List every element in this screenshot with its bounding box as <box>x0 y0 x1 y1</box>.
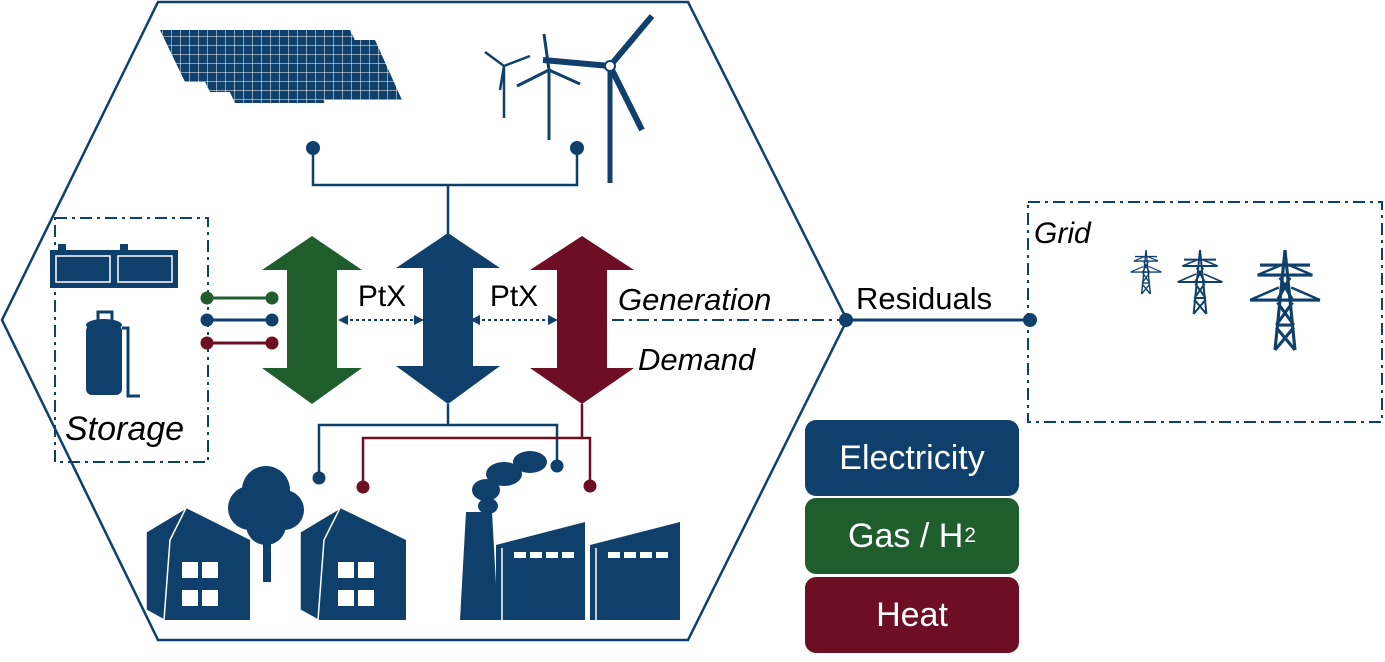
solar-panels-icon <box>160 30 402 103</box>
electricity-double-arrow <box>396 233 500 404</box>
storage-gas-node <box>200 291 214 305</box>
gas-tank-icon <box>86 310 140 398</box>
legend-heat: Heat <box>805 577 1019 653</box>
residual-node-left <box>839 313 853 327</box>
demand-bus <box>317 404 592 486</box>
storage-label: Storage <box>65 410 184 448</box>
demand-label: Demand <box>638 342 757 377</box>
legend-electricity: Electricity <box>805 420 1019 496</box>
grid-box <box>1027 201 1383 423</box>
industry-heat-node <box>583 479 597 493</box>
heat-double-arrow <box>530 236 634 404</box>
legend-electricity-label: Electricity <box>839 438 985 477</box>
tree-icon <box>228 466 304 582</box>
grid-label: Grid <box>1034 217 1092 250</box>
ptx-arrowheads <box>338 315 558 325</box>
hexagon-boundary <box>0 0 849 642</box>
solar-node <box>306 141 320 155</box>
legend-heat-label: Heat <box>876 595 948 634</box>
legend-gas-subscript: 2 <box>964 524 976 547</box>
storage-heat-node <box>265 336 279 350</box>
storage-gas-node <box>265 291 279 305</box>
battery-icon <box>50 244 178 288</box>
legend-gas-label: Gas / H <box>848 516 964 555</box>
factory-icon <box>460 451 680 620</box>
gas-double-arrow <box>262 236 362 404</box>
storage-connectors <box>207 296 272 345</box>
power-pylon-icon <box>1129 248 1322 352</box>
generation-label: Generation <box>618 282 771 317</box>
wind-node <box>570 141 584 155</box>
house-electricity-node <box>312 471 326 485</box>
house-icon <box>299 506 406 622</box>
industry-electricity-node <box>550 459 564 473</box>
storage-heat-node <box>200 336 214 350</box>
storage-electricity-node <box>265 313 279 327</box>
residuals-label: Residuals <box>856 281 992 316</box>
house-icon <box>145 506 250 622</box>
house-heat-node <box>356 480 370 494</box>
wind-turbines-icon <box>484 14 655 183</box>
ptx-label-right: PtX <box>490 280 538 313</box>
residual-node-right <box>1023 313 1037 327</box>
storage-electricity-node <box>200 313 214 327</box>
ptx-label-left: PtX <box>358 280 406 313</box>
generation-bus <box>311 148 579 238</box>
